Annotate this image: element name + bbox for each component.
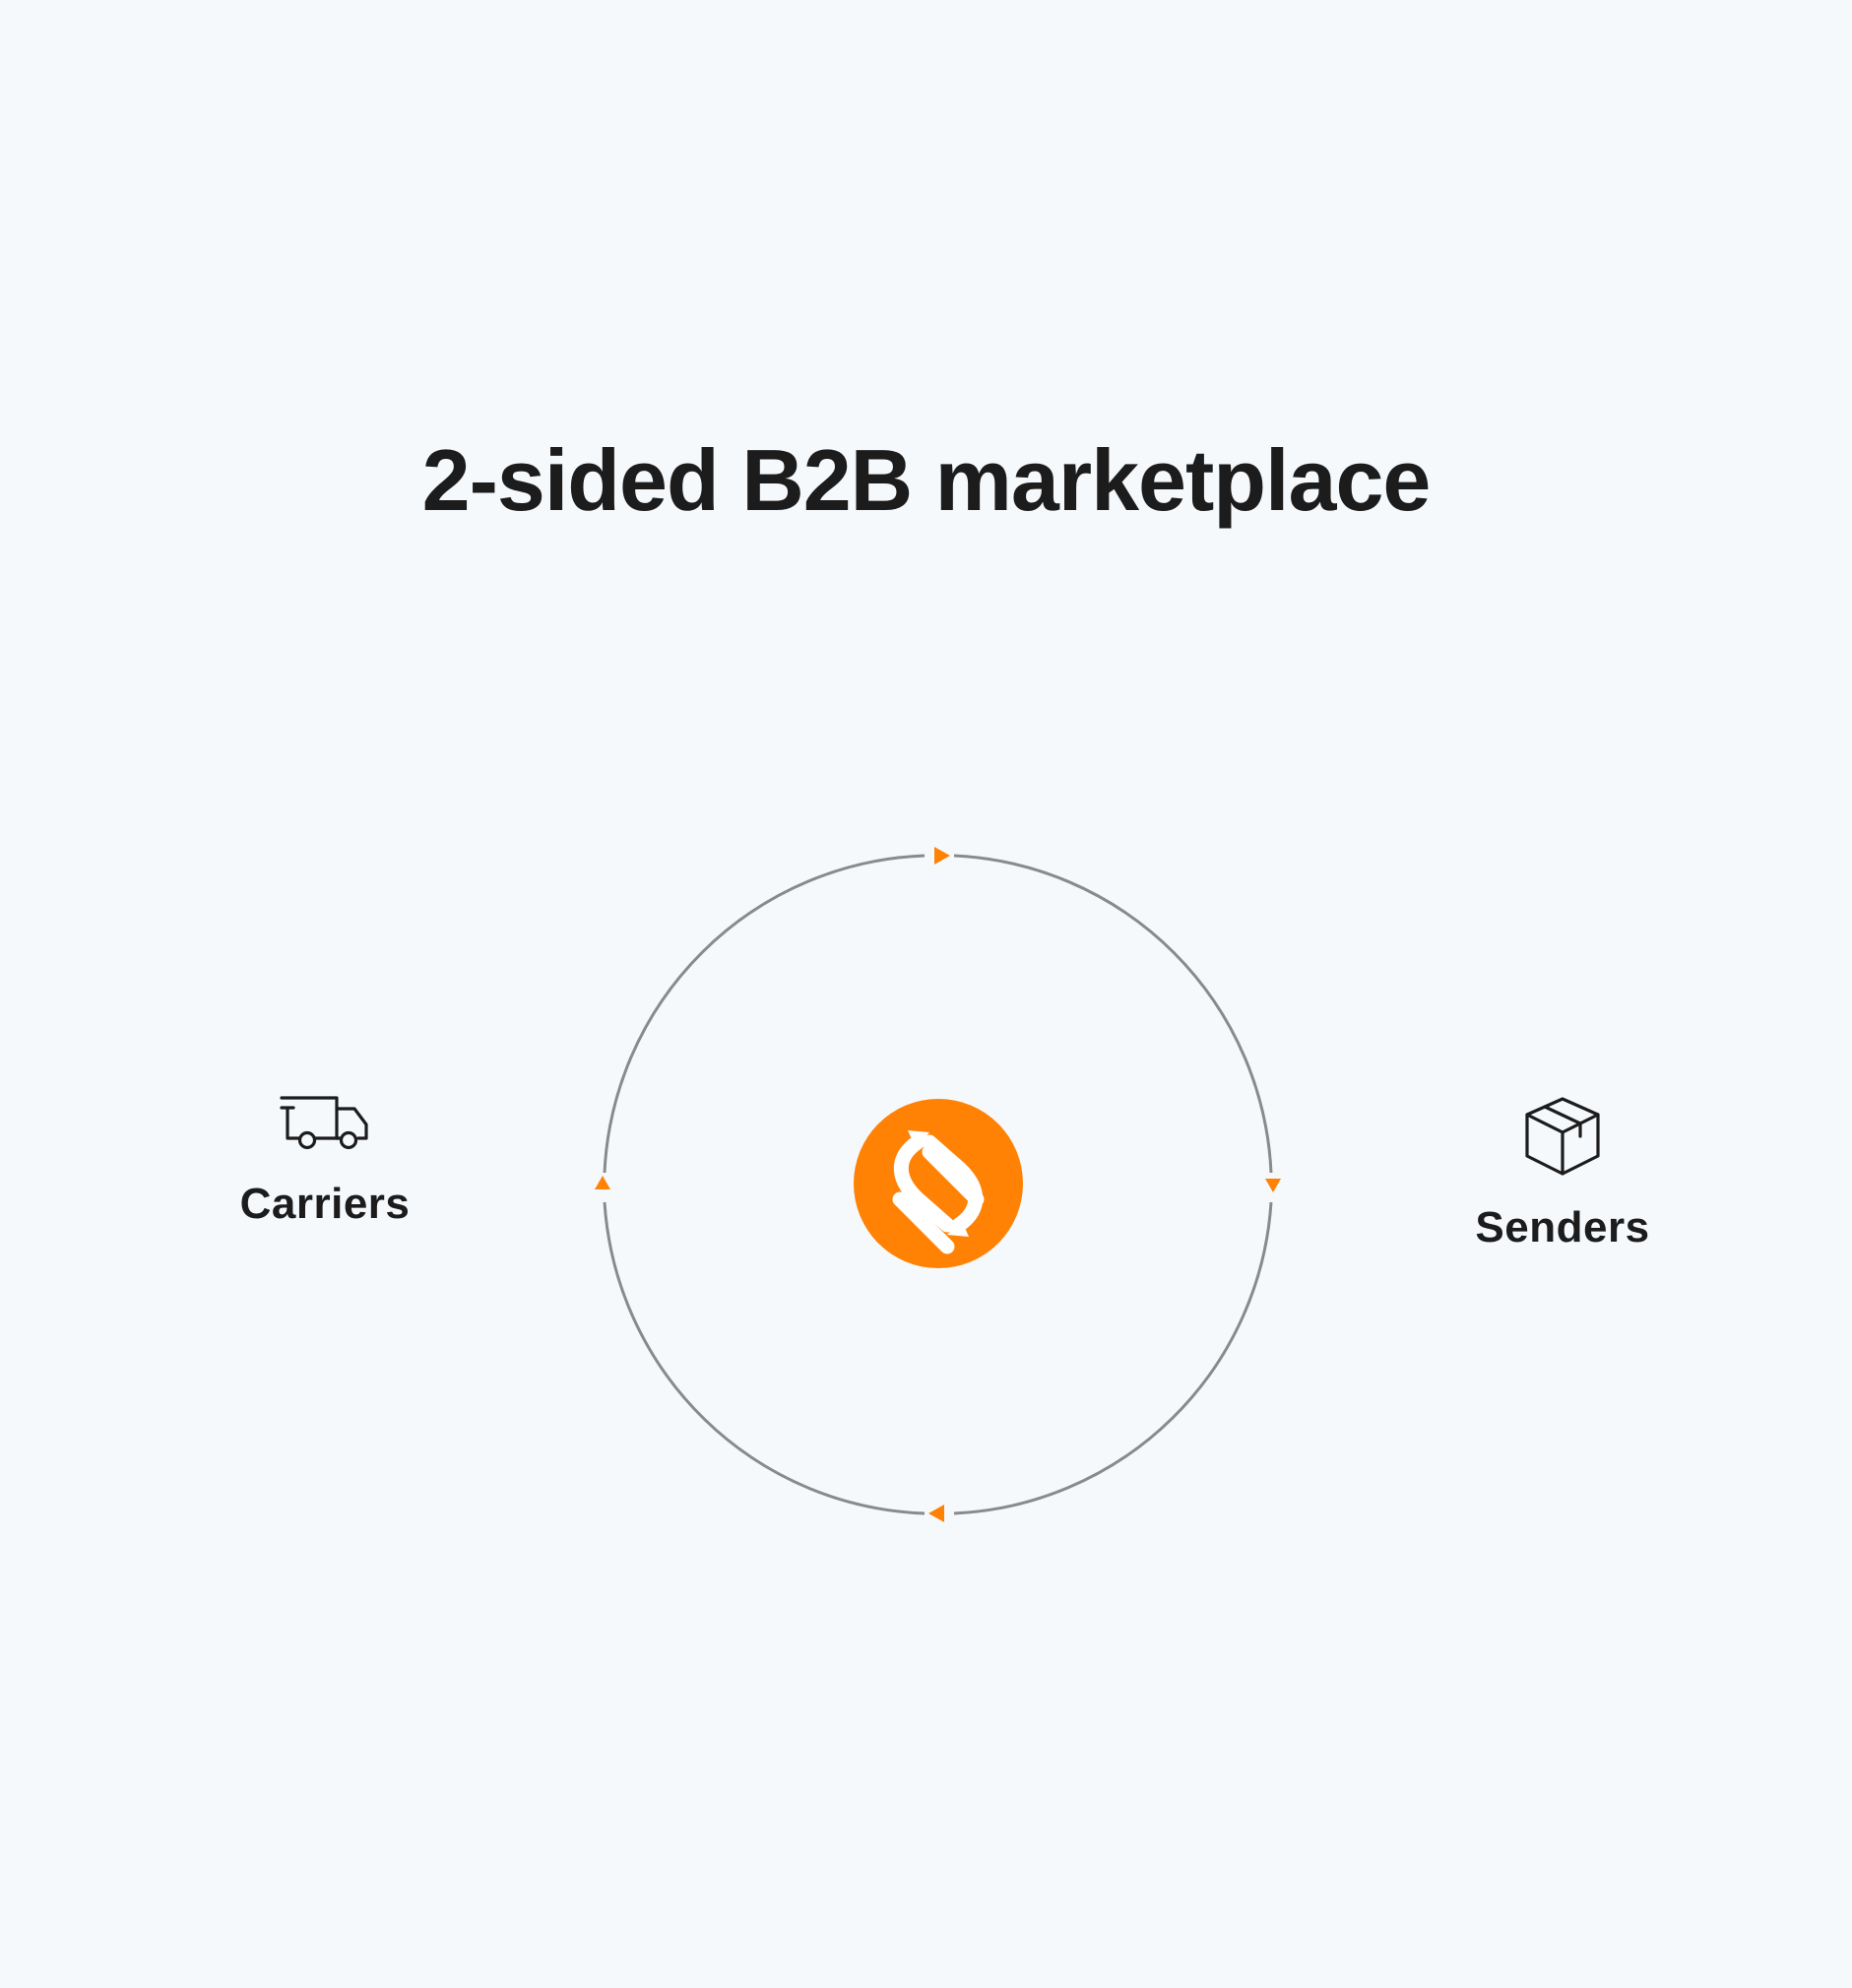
page-title: 2-sided B2B marketplace [421,431,1432,529]
node-senders: Senders [1415,1095,1710,1252]
ring-arc-bottom-right [953,1201,1273,1515]
arrow-right-down-icon [1265,1179,1281,1192]
arrow-top-right-icon [934,847,950,865]
ring-arc-bottom-left [603,1201,926,1515]
node-label-senders: Senders [1475,1203,1650,1251]
arrow-bottom-left-icon [928,1505,944,1522]
node-carriers: Carriers [177,1095,473,1229]
truck-icon [280,1096,368,1150]
ring-arc-top-right [953,854,1273,1174]
cycle-ring [603,854,1273,1515]
node-label-carriers: Carriers [239,1180,411,1228]
arrow-left-up-icon [595,1176,610,1189]
sync-arrows-logo-icon [854,1099,1023,1268]
ring-arc-top-left [603,854,926,1174]
flow-arrows [595,847,1281,1522]
package-box-icon [1525,1097,1600,1176]
